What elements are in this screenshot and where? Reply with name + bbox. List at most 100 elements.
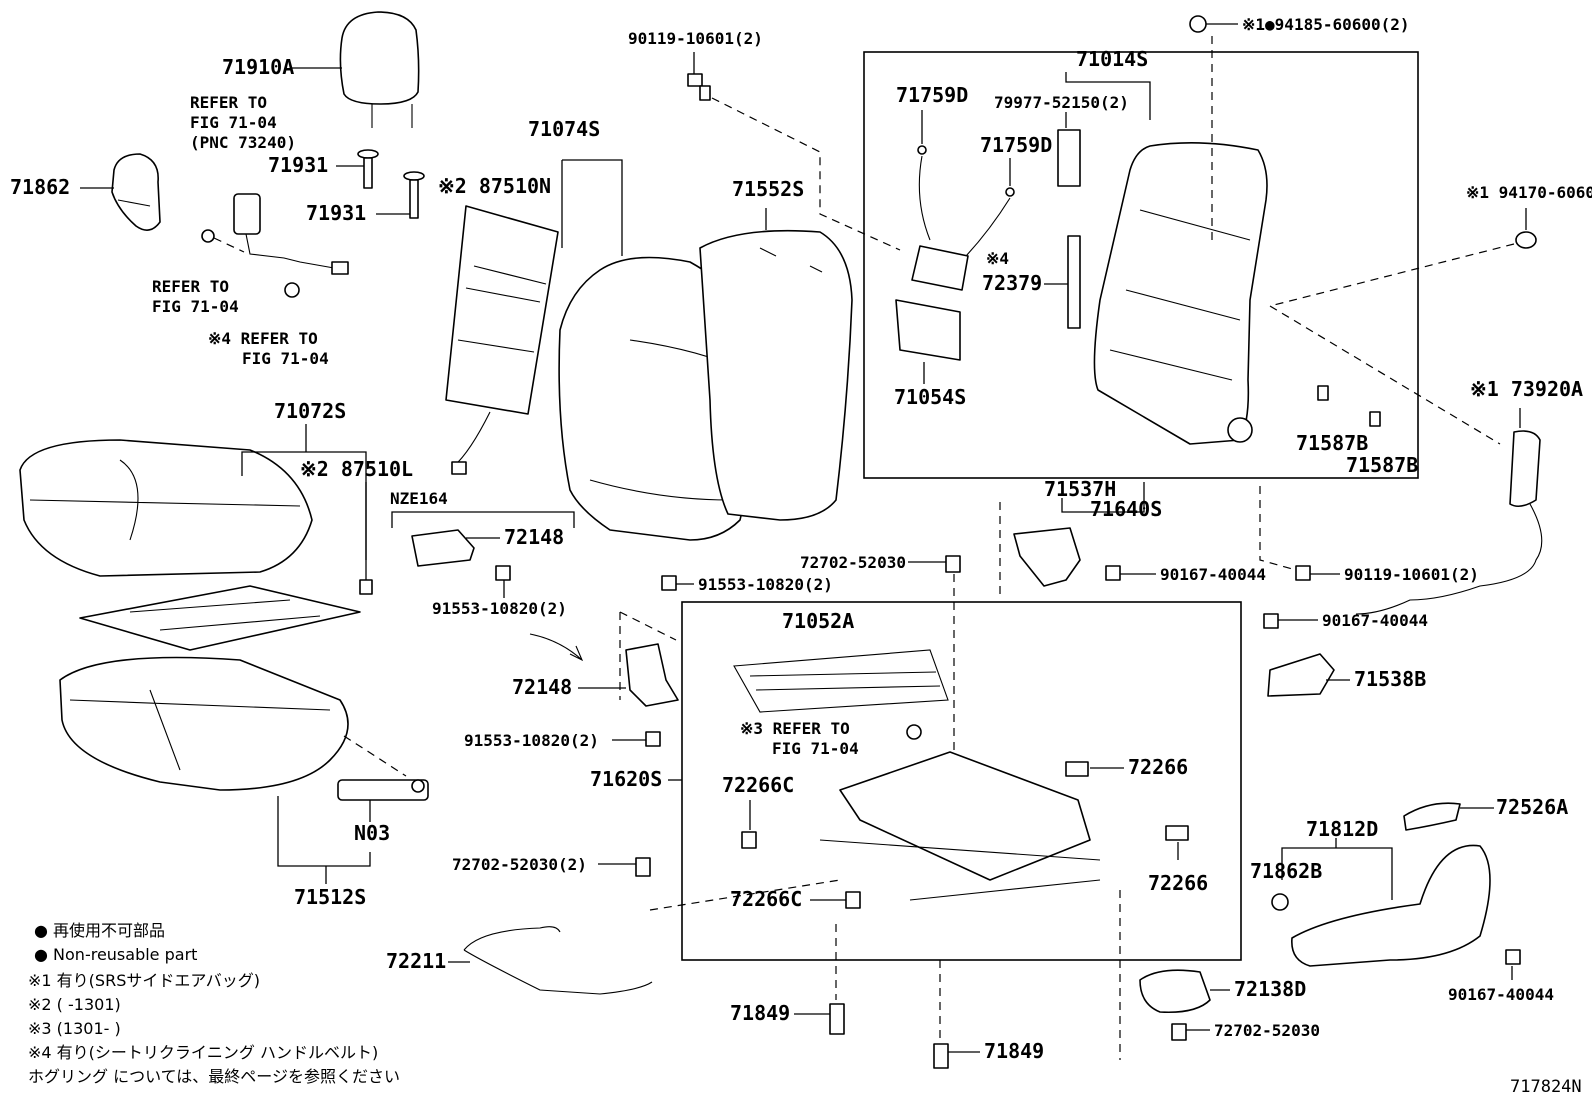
label-71931-b: 71931 bbox=[306, 201, 366, 225]
grommet-refer-d[interactable] bbox=[906, 724, 922, 740]
pin-71849-b[interactable] bbox=[933, 1043, 949, 1069]
clip-72266-b[interactable] bbox=[1165, 825, 1189, 841]
label-71587B-a: 71587B bbox=[1296, 431, 1368, 455]
recliner-handle-part[interactable] bbox=[895, 155, 1011, 361]
grommet-part[interactable] bbox=[284, 282, 300, 298]
label-sticker-part[interactable] bbox=[1057, 129, 1081, 187]
bolt-90119-top[interactable] bbox=[687, 73, 711, 101]
bolt-72702-a[interactable] bbox=[945, 555, 961, 573]
label-NZE164: NZE164 bbox=[390, 489, 448, 508]
refer-fig-b-line1[interactable]: REFER TO bbox=[152, 277, 229, 296]
cushion-spring-71052A[interactable] bbox=[733, 649, 949, 713]
seat-adjuster-71620S[interactable] bbox=[819, 751, 1101, 901]
label-72266-b: 72266 bbox=[1148, 871, 1208, 895]
refer-fig-a-line2[interactable]: FIG 71-04 bbox=[190, 113, 277, 132]
label-71052A: 71052A bbox=[782, 609, 854, 633]
label-71862B: 71862B bbox=[1250, 859, 1322, 883]
label-94185: ※1●94185-60600(2) bbox=[1242, 15, 1410, 34]
label-71931-a: 71931 bbox=[268, 153, 328, 177]
bolt-91553-a[interactable] bbox=[495, 565, 511, 581]
bolt-90167-c[interactable] bbox=[1505, 949, 1521, 965]
label-71074S: 71074S bbox=[528, 117, 600, 141]
refer-fig-a-line3[interactable]: (PNC 73240) bbox=[190, 133, 296, 152]
refer-fig-d-line1[interactable]: ※3 REFER TO bbox=[740, 719, 850, 738]
label-71862: 71862 bbox=[10, 175, 70, 199]
clip-71759D-a[interactable] bbox=[917, 145, 927, 155]
label-79977: 79977-52150(2) bbox=[994, 93, 1129, 112]
bolt-91553-b[interactable] bbox=[661, 575, 677, 591]
label-72526A: 72526A bbox=[1496, 795, 1568, 819]
label-71849-a: 71849 bbox=[730, 1001, 790, 1025]
cushion-heater-pad-part[interactable] bbox=[79, 585, 361, 651]
side-airbag-part[interactable] bbox=[1355, 430, 1543, 615]
seatback-heater-pad-part[interactable] bbox=[445, 205, 559, 475]
label-72702-b: 72702-52030(2) bbox=[452, 855, 587, 874]
seatback-frame-part[interactable] bbox=[1093, 142, 1268, 445]
label-71537H: 71537H bbox=[1044, 477, 1116, 501]
headrest-guide-part-b[interactable] bbox=[403, 171, 425, 219]
label-71759D-b: 71759D bbox=[980, 133, 1052, 157]
label-71552S: 71552S bbox=[732, 177, 804, 201]
label-71054S: 71054S bbox=[894, 385, 966, 409]
legend-line-1: ● 再使用不可部品 bbox=[34, 921, 165, 940]
wire-72211[interactable] bbox=[463, 926, 653, 995]
pin-71849-a[interactable] bbox=[829, 1003, 845, 1035]
seat-belt-buckle-part[interactable] bbox=[201, 193, 349, 275]
refer-fig-d-line2[interactable]: FIG 71-04 bbox=[772, 739, 859, 758]
seatback-frame-box bbox=[863, 51, 1419, 479]
seatback-board-part[interactable] bbox=[699, 229, 853, 521]
seat-cushion-pad-part[interactable] bbox=[59, 656, 349, 791]
clip-72266-a[interactable] bbox=[1065, 761, 1089, 777]
refer-fig-c-line1[interactable]: ※4 REFER TO bbox=[208, 329, 318, 348]
bolt-72702-c[interactable] bbox=[1171, 1023, 1187, 1041]
legend-line-3: ※1 有り(SRSサイドエアバッグ) bbox=[28, 971, 260, 990]
headrest-part[interactable] bbox=[339, 11, 420, 128]
label-90119-top: 90119-10601(2) bbox=[628, 29, 763, 48]
label-71620S: 71620S bbox=[590, 767, 662, 791]
bolt-72702-b[interactable] bbox=[635, 857, 651, 877]
label-71910A: 71910A bbox=[222, 55, 294, 79]
cover-72138D[interactable] bbox=[1139, 969, 1211, 1014]
cushion-hook-part[interactable] bbox=[337, 779, 429, 801]
cover-71537H[interactable] bbox=[1013, 527, 1081, 587]
label-72266C-b: 72266C bbox=[730, 887, 802, 911]
clip-71759D-b[interactable] bbox=[1005, 187, 1015, 197]
nut-94170[interactable] bbox=[1515, 231, 1537, 249]
clip-71587B-a[interactable] bbox=[1317, 385, 1329, 401]
label-72702-c: 72702-52030 bbox=[1214, 1021, 1320, 1040]
bolt-91553-c[interactable] bbox=[645, 731, 661, 747]
clip-72266C-a[interactable] bbox=[741, 831, 757, 849]
headrest-guide-part-a[interactable] bbox=[357, 149, 379, 189]
knob-72526A[interactable] bbox=[1403, 802, 1461, 831]
label-71538B: 71538B bbox=[1354, 667, 1426, 691]
refer-fig-c-line2[interactable]: FIG 71-04 bbox=[242, 349, 329, 368]
label-91553-c: 91553-10820(2) bbox=[464, 731, 599, 750]
bracket-72148-a[interactable] bbox=[411, 529, 475, 567]
clip-72266C-b[interactable] bbox=[845, 891, 861, 909]
bolt-90167-b[interactable] bbox=[1263, 613, 1279, 629]
cover-71538B[interactable] bbox=[1267, 653, 1335, 697]
legend-line-5: ※3 (1301- ) bbox=[28, 1019, 121, 1038]
label-71812D: 71812D bbox=[1306, 817, 1378, 841]
label-72266-a: 72266 bbox=[1128, 755, 1188, 779]
label-91553-b: 91553-10820(2) bbox=[698, 575, 833, 594]
bolt-90119-b[interactable] bbox=[1295, 565, 1311, 581]
bracket-72148-b[interactable] bbox=[625, 643, 679, 707]
clip-71587B-b[interactable] bbox=[1369, 411, 1381, 427]
label-71512S: 71512S bbox=[294, 885, 366, 909]
shield-71812D[interactable] bbox=[1291, 844, 1491, 967]
refer-fig-b-line2[interactable]: FIG 71-04 bbox=[152, 297, 239, 316]
strap-72379[interactable] bbox=[1067, 235, 1081, 329]
refer-fig-a-line1[interactable]: REFER TO bbox=[190, 93, 267, 112]
heater-connector-87510L[interactable] bbox=[359, 579, 373, 595]
nut-94185[interactable] bbox=[1189, 15, 1207, 33]
bolt-90167-a[interactable] bbox=[1105, 565, 1121, 581]
seat-cushion-cover-part[interactable] bbox=[19, 439, 313, 577]
seat-cover-clip-part[interactable] bbox=[111, 153, 161, 231]
seat-track-box bbox=[681, 601, 1242, 961]
clip-71862B[interactable] bbox=[1271, 893, 1289, 911]
direction-arrow bbox=[529, 633, 584, 662]
label-71849-b: 71849 bbox=[984, 1039, 1044, 1063]
legend-line-6: ※4 有り(シートリクライニング ハンドルベルト) bbox=[28, 1043, 378, 1062]
